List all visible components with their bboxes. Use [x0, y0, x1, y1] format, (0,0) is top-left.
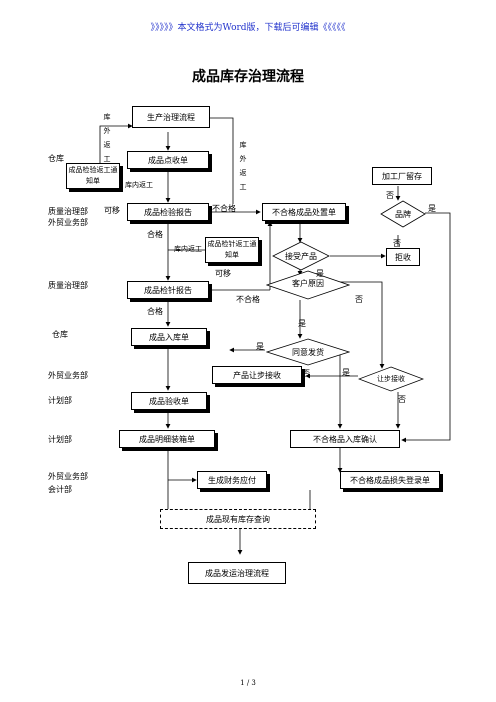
dept-warehouse-2: 仓库: [52, 330, 68, 339]
page-footer: 1 / 3: [240, 679, 256, 687]
label-return-outside-b: 库外返工: [239, 141, 247, 191]
label-return-inside-d: 库内返工: [174, 245, 202, 253]
label-yes-3: 是: [256, 342, 264, 351]
box-inspect-report: 成品检验报告: [127, 203, 209, 221]
label-no-2: 否: [302, 369, 310, 378]
edge-brand-yes: [401, 212, 451, 443]
decision-accept-shape: [272, 241, 330, 271]
box-reject: 拒收: [386, 248, 420, 266]
label-no-3: 否: [398, 395, 406, 404]
label-unqualified-2: 不合格: [236, 295, 260, 304]
box-stock-in: 成品入库单: [131, 328, 207, 346]
decision-brand: 品牌: [395, 210, 411, 219]
label-yes-2: 是: [298, 319, 306, 328]
label-return-inside-c: 库内返工: [125, 181, 153, 189]
box-receipt-note: 成品点收单: [127, 151, 209, 169]
edge-cause-no: [340, 281, 385, 369]
edge-return-right: [210, 117, 234, 204]
dept-quality: 质量治理部: [48, 281, 88, 290]
label-yes-1: 是: [316, 269, 324, 278]
doc-production-flow: 生产治理流程: [132, 106, 210, 128]
decision-concession-shape: [358, 366, 424, 392]
box-acceptance: 成品验收单: [131, 392, 207, 410]
edge-return-up: [99, 123, 133, 170]
box-recheck-return-notice: 成品检针返工通知单: [205, 237, 259, 263]
label-unqualified-1: 不合格: [212, 204, 236, 213]
label-no-1: 否: [355, 295, 363, 304]
decision-brand-shape: [380, 200, 426, 228]
label-no-4: 否: [386, 191, 394, 200]
dept-quality-trade: 质量治理部 外贸业务部: [48, 207, 88, 227]
label-ok: 可移: [104, 206, 120, 215]
box-recheck-report: 成品检针报告: [127, 281, 209, 299]
decision-agree-ship: 同意发货: [292, 348, 324, 357]
header-note: 》》》》》本文格式为Word版，下载后可编辑《《《《《: [150, 23, 346, 33]
box-inventory-query: 成品现有库存查询: [160, 509, 316, 529]
box-concession: 产品让步接收: [212, 366, 302, 384]
dept-plan: 计划部: [48, 396, 72, 405]
decision-agree-shape: [266, 338, 350, 366]
dept-warehouse: 仓库: [48, 154, 64, 163]
dept-trade: 外贸业务部: [48, 371, 88, 380]
doc-shipping-flow: 成品发运治理流程: [188, 562, 286, 584]
box-packing-list: 成品明细装箱单: [119, 430, 215, 448]
decision-cause: 客户原因: [292, 279, 324, 288]
label-yes-5: 是: [428, 204, 436, 213]
decision-cause-shape: [266, 270, 350, 300]
box-payable: 生成财务应付: [197, 471, 267, 489]
box-nonconform-stock-in: 不合格品入库确认: [290, 430, 400, 448]
box-nonconform-disposal: 不合格成品处置单: [262, 203, 346, 221]
label-qualified-2: 合格: [147, 307, 163, 316]
label-qualified-1: 合格: [147, 230, 163, 239]
box-inspect-return-notice: 成品检验返工通知单: [66, 163, 120, 189]
box-loss-register: 不合格成品损失登录单: [340, 471, 440, 489]
box-rework-keep: 加工厂留存: [372, 167, 432, 185]
decision-accept: 接受产品: [285, 252, 317, 261]
dept-plan-2: 计划部: [48, 435, 72, 444]
label-return-outside-a: 库外返工: [103, 113, 111, 163]
label-ok-2: 可移: [215, 269, 231, 278]
page-title: 成品库存治理流程: [192, 69, 304, 85]
label-no-5: 否: [393, 239, 401, 248]
decision-concession: 让步接收: [377, 375, 405, 383]
dept-trade-accounting: 外贸业务部 会计部: [48, 472, 88, 494]
label-yes-4: 是: [342, 368, 350, 377]
